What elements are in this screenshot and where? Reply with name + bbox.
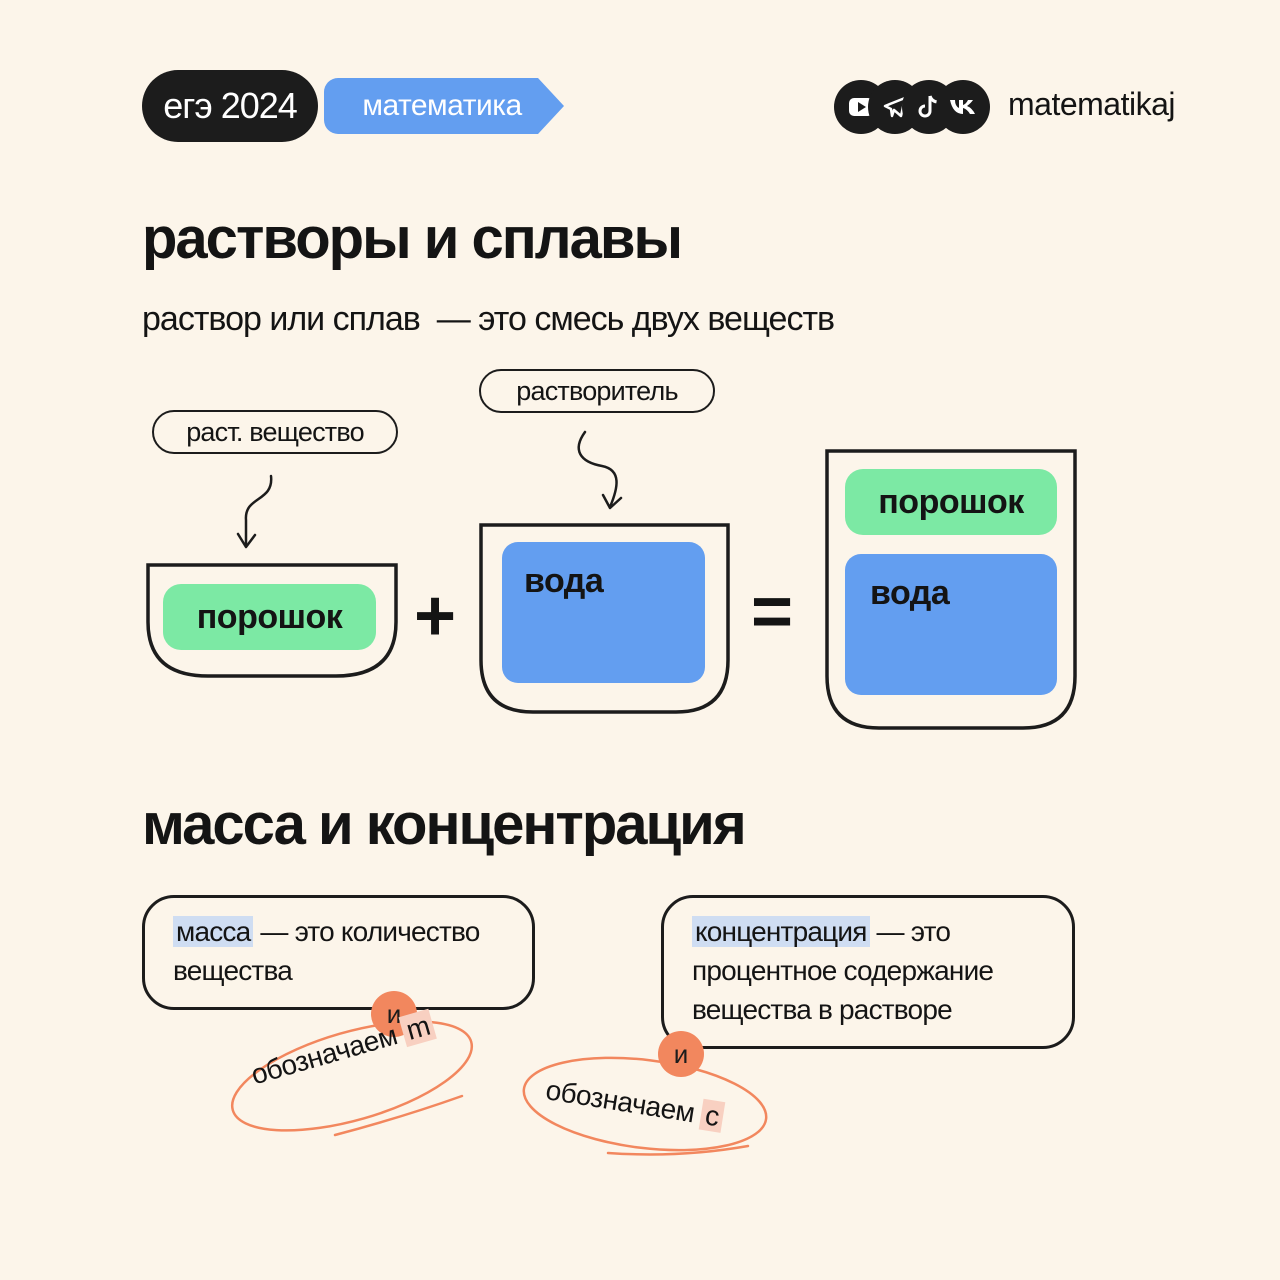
exam-badge: егэ 2024 bbox=[142, 70, 318, 142]
concentration-definition-line2: процентное содержание bbox=[692, 955, 994, 986]
plus-sign: + bbox=[414, 576, 457, 656]
concentration-definition-box: концентрация — это процентное содержание… bbox=[661, 895, 1075, 1049]
concentration-term: концентрация bbox=[692, 916, 870, 947]
social-icons bbox=[834, 80, 990, 134]
concentration-definition-line3: вещества в растворе bbox=[692, 994, 953, 1025]
subject-badge: математика bbox=[324, 78, 564, 134]
concentration-definition-line1: концентрация — это bbox=[692, 912, 1048, 951]
label-solvent: растворитель bbox=[479, 369, 715, 413]
concentration-notation-ellipse bbox=[522, 1056, 768, 1152]
arrow-solute-head bbox=[236, 532, 257, 549]
water-label: вода bbox=[524, 562, 604, 600]
arrow-solvent bbox=[577, 430, 618, 509]
mass-notation-swash bbox=[333, 1094, 464, 1137]
account-handle[interactable]: matematikaj bbox=[1008, 86, 1176, 122]
subject-badge-shape bbox=[324, 78, 564, 134]
mixture-water-label: вода bbox=[870, 574, 950, 612]
subject-badge-label: математика bbox=[362, 89, 522, 122]
solution-definition: раствор или сплав — это смесь двух вещес… bbox=[142, 300, 835, 338]
mass-definition-line2: вещества bbox=[173, 955, 293, 986]
label-solute: раст. вещество bbox=[152, 410, 398, 454]
mass-notation-ellipse bbox=[230, 1020, 474, 1132]
equals-sign: = bbox=[751, 572, 794, 652]
mass-term: масса bbox=[173, 916, 254, 947]
section-title-mass-concentration: масса и концентрация bbox=[142, 792, 747, 857]
solute-bowl bbox=[146, 563, 398, 678]
concentration-definition-text1: — это bbox=[869, 916, 951, 947]
solvent-glass bbox=[479, 523, 730, 714]
powder-block: порошок bbox=[163, 584, 376, 650]
mass-definition-line1: масса — это количество bbox=[173, 912, 508, 951]
section-title-solutions: растворы и сплавы bbox=[142, 206, 683, 271]
vk-icon[interactable] bbox=[936, 80, 990, 134]
mass-definition-box: масса — это количество вещества bbox=[142, 895, 535, 1010]
arrow-solvent-head bbox=[601, 493, 623, 510]
mixture-water-block: вода bbox=[845, 554, 1057, 695]
mixture-powder-block: порошок bbox=[845, 469, 1057, 535]
mass-definition-text1: — это количество bbox=[253, 916, 480, 947]
mixture-glass bbox=[825, 449, 1077, 730]
concentration-connector-circle: и bbox=[658, 1031, 704, 1077]
arrow-solute bbox=[244, 474, 273, 548]
concentration-notation-swash bbox=[606, 1144, 750, 1156]
water-block: вода bbox=[502, 542, 705, 683]
